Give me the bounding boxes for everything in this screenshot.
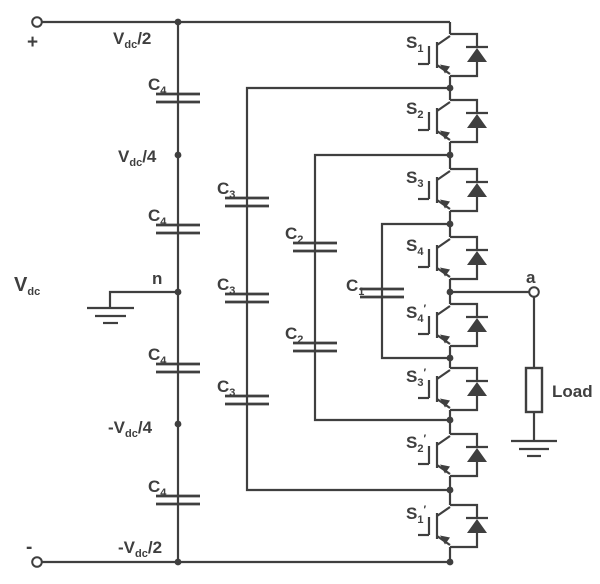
switch-s4-label: S4	[406, 236, 424, 258]
igbt-switch-s1: S1	[406, 32, 490, 78]
capacitor-c2-1: C2	[285, 224, 337, 253]
capacitor-c3-2-label: C3	[217, 275, 235, 297]
negative-terminal	[31, 556, 43, 568]
igbt-switch-s3p: S3′	[406, 366, 490, 412]
capacitor-c3-3-label: C3	[217, 377, 235, 399]
capacitor-c4-4-label: C4	[148, 477, 167, 499]
igbt-switch-s2p: S2′	[406, 432, 490, 478]
capacitor-c3-3: C3	[217, 377, 269, 406]
minus-sign: -	[26, 537, 32, 558]
igbt-switch-s4: S4	[406, 235, 490, 281]
load-ground-symbol	[511, 439, 557, 458]
capacitor-c1-label: C1	[346, 276, 364, 298]
c2-branch-wire	[313, 153, 450, 422]
capacitor-c4-1-label: C4	[148, 75, 167, 97]
igbt-switch-s1p: S1′	[406, 503, 490, 549]
switch-s3-label: S3	[406, 168, 423, 190]
igbt-switch-s2: S2	[406, 98, 490, 144]
capacitor-c2-1-label: C2	[285, 224, 303, 246]
load-label: Load	[552, 382, 593, 401]
switch-s1-label: S1	[406, 33, 423, 55]
voltage-label-neg-vdc-half: -Vdc/2	[118, 538, 162, 560]
neutral-ground-symbol	[87, 306, 134, 325]
capacitor-c4-4: C4	[148, 477, 200, 506]
positive-terminal	[31, 16, 43, 28]
capacitor-c4-2-label: C4	[148, 206, 167, 228]
capacitor-c3-2: C3	[217, 275, 269, 304]
c3-branch-wire	[245, 86, 450, 492]
capacitor-c3-1: C3	[217, 179, 269, 208]
capacitor-c3-1-label: C3	[217, 179, 235, 201]
switch-s2p-label: S2′	[406, 433, 426, 455]
capacitor-c4-1: C4	[148, 75, 200, 104]
junction-dots	[174, 18, 454, 566]
switch-s4p-label: S4′	[406, 303, 426, 325]
voltage-label-vdc-quarter: Vdc/4	[118, 147, 157, 169]
capacitor-c4-3: C4	[148, 345, 200, 374]
switch-s3p-label: S3′	[406, 367, 426, 389]
capacitor-c2-2-label: C2	[285, 324, 303, 346]
voltage-label-neg-vdc-quarter: -Vdc/4	[108, 418, 153, 440]
c1-branch-wire	[380, 222, 450, 360]
capacitor-c4-2: C4	[148, 206, 200, 235]
capacitor-c4-3-label: C4	[148, 345, 167, 367]
igbt-switch-s3: S3	[406, 167, 490, 213]
vdc-source-label: Vdc	[14, 274, 40, 298]
plus-sign: +	[27, 32, 38, 53]
neutral-ground-wire	[108, 290, 178, 308]
capacitor-c1: C1	[346, 276, 404, 299]
voltage-label-vdc-half: Vdc/2	[113, 29, 151, 51]
switch-s1p-label: S1′	[406, 504, 426, 526]
capacitor-c2-2: C2	[285, 324, 337, 353]
igbt-switch-s4p: S4′	[406, 302, 490, 348]
load-resistor	[524, 366, 544, 414]
output-node-label: a	[526, 268, 536, 287]
output-terminal-a	[528, 286, 540, 298]
neutral-node-label: n	[152, 269, 162, 288]
switch-s2-label: S2	[406, 99, 423, 121]
